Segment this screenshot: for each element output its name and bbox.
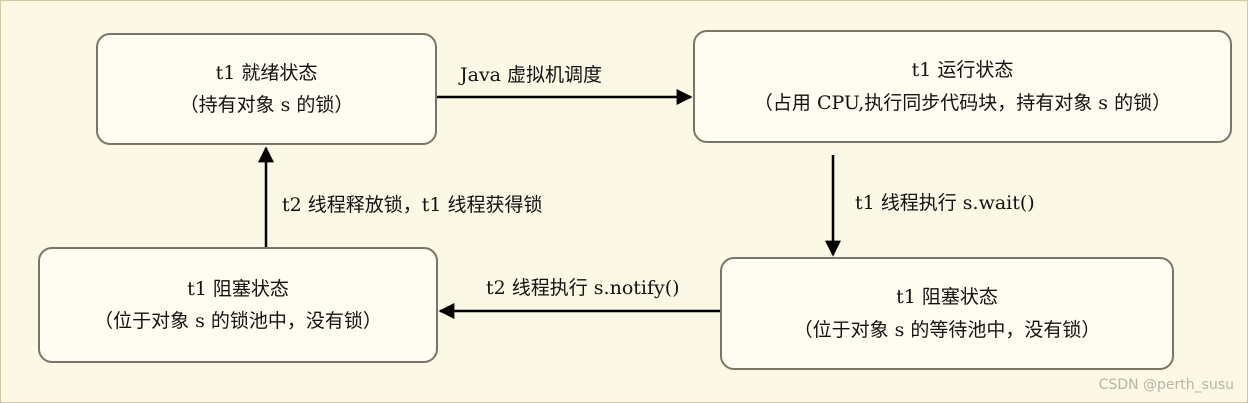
- state-lock-pool-title: t1 阻塞状态: [187, 277, 289, 300]
- transition-wait-label: t1 线程执行 s.wait(): [855, 192, 1035, 214]
- state-running-title: t1 运行状态: [911, 59, 1014, 82]
- state-wait-pool-detail: （位于对象 s 的等待池中，没有锁）: [793, 318, 1101, 341]
- state-lock-pool-detail: （位于对象 s 的锁池中，没有锁）: [94, 310, 382, 332]
- transition-schedule-label: Java 虚拟机调度: [460, 64, 603, 86]
- state-wait-pool-title: t1 阻塞状态: [896, 286, 998, 309]
- state-ready: t1 就绪状态 （持有对象 s 的锁）: [96, 33, 437, 145]
- state-running: t1 运行状态 （占用 CPU,执行同步代码块，持有对象 s 的锁）: [693, 30, 1232, 143]
- state-ready-detail: （持有对象 s 的锁）: [179, 94, 354, 116]
- transition-notify-label: t2 线程执行 s.notify(): [486, 277, 680, 299]
- state-running-detail: （占用 CPU,执行同步代码块，持有对象 s 的锁）: [753, 91, 1172, 114]
- state-wait-pool: t1 阻塞状态 （位于对象 s 的等待池中，没有锁）: [720, 257, 1174, 370]
- state-lock-pool: t1 阻塞状态 （位于对象 s 的锁池中，没有锁）: [38, 247, 438, 363]
- watermark: CSDN @perth_susu: [1098, 377, 1234, 393]
- state-ready-title: t1 就绪状态: [215, 61, 318, 84]
- transition-release-label: t2 线程释放锁，t1 线程获得锁: [282, 194, 543, 216]
